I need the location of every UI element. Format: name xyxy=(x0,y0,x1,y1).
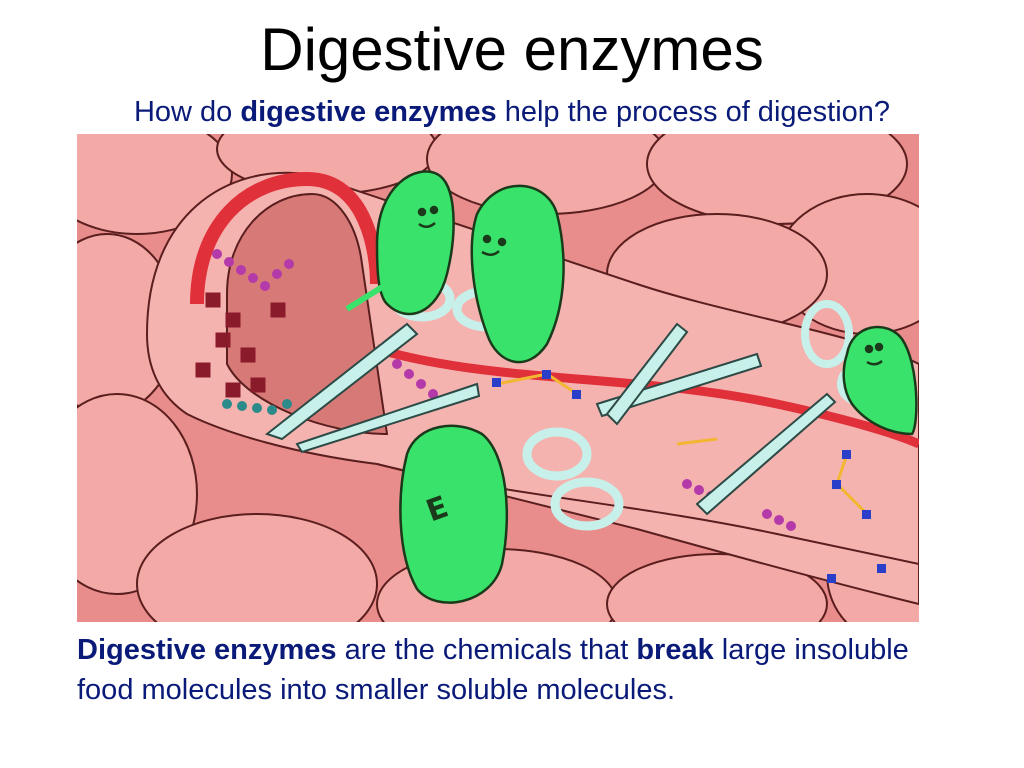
question-prefix: How do xyxy=(133,96,241,128)
caption-text: Digestive enzymes are the chemicals that… xyxy=(77,630,957,710)
enzyme-character xyxy=(470,184,565,364)
enzyme-character xyxy=(842,325,918,436)
caption-text-2: large insoluble food molecules into smal… xyxy=(77,634,909,706)
scissors-icon xyxy=(522,322,763,531)
intestine-folds xyxy=(77,134,919,622)
enzyme-character: E xyxy=(399,424,509,604)
caption-text-1: are the chemicals that xyxy=(336,634,637,666)
question-text: How do digestive enzymes help the proces… xyxy=(0,94,1024,130)
caption-bold-subject: Digestive enzymes xyxy=(77,634,337,666)
caption-bold-verb: break xyxy=(636,634,714,666)
intestine-scene: E xyxy=(77,134,919,622)
food-molecules xyxy=(195,249,886,583)
question-suffix: help the process of digestion? xyxy=(496,96,891,128)
slide-title: Digestive enzymes xyxy=(260,16,764,83)
question-emphasis: digestive enzymes xyxy=(240,96,497,128)
enzyme-character xyxy=(345,170,455,316)
enzyme-illustration: E xyxy=(77,134,919,622)
